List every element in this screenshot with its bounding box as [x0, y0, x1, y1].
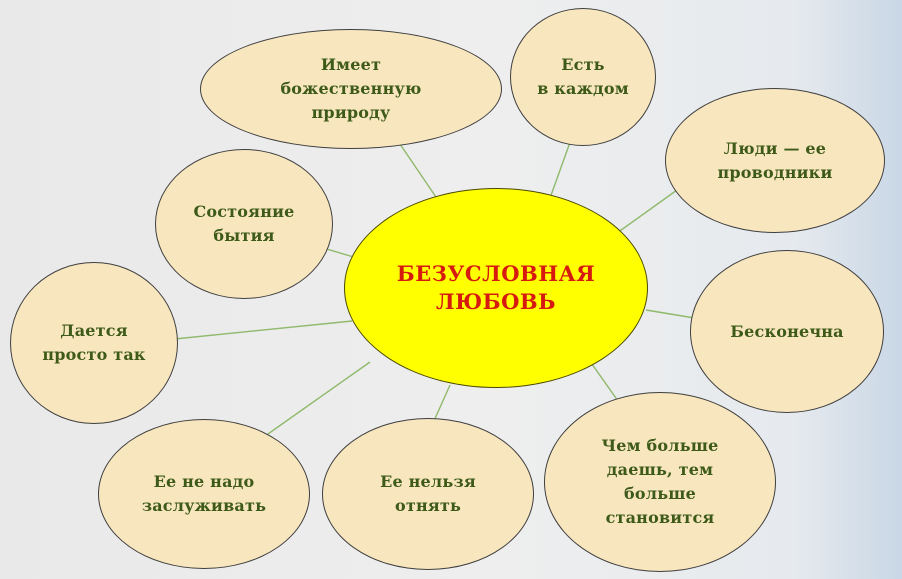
node-given-freely: Дается просто так — [10, 262, 178, 424]
node-more-you-give: Чем больше даешь, тем больше становится — [544, 392, 776, 572]
arrow-to-given-freely — [155, 320, 353, 341]
arrow-to-no-need-to-earn — [258, 361, 371, 441]
node-label: Есть в каждом — [537, 55, 629, 98]
arrow-to-people-conductors — [609, 185, 684, 239]
node-no-need-to-earn: Ее не надо заслуживать — [98, 419, 310, 569]
node-label: Дается просто так — [42, 321, 146, 364]
node-cannot-take-away: Ее нельзя отнять — [322, 418, 534, 570]
node-in-everyone: Есть в каждом — [510, 8, 656, 146]
node-infinite: Бесконечна — [690, 250, 884, 413]
node-state-of-being: Состояние бытия — [155, 149, 333, 299]
node-label: Люди — ее проводники — [717, 138, 833, 182]
node-label: Чем больше даешь, тем больше становится — [601, 436, 719, 527]
node-label: Имеет божественную природу — [280, 55, 422, 122]
node-label: Бесконечна — [730, 321, 844, 341]
node-label: Состояние бытия — [193, 202, 295, 245]
node-label: Ее не надо заслуживать — [141, 472, 267, 515]
center-label: БЕЗУСЛОВНАЯ ЛЮБОВЬ — [396, 261, 596, 314]
node-people-conductors: Люди — ее проводники — [665, 88, 885, 233]
node-label: Ее нельзя отнять — [380, 472, 476, 515]
center-node: БЕЗУСЛОВНАЯ ЛЮБОВЬ — [344, 188, 648, 388]
node-divine-nature: Имеет божественную природу — [200, 29, 502, 149]
